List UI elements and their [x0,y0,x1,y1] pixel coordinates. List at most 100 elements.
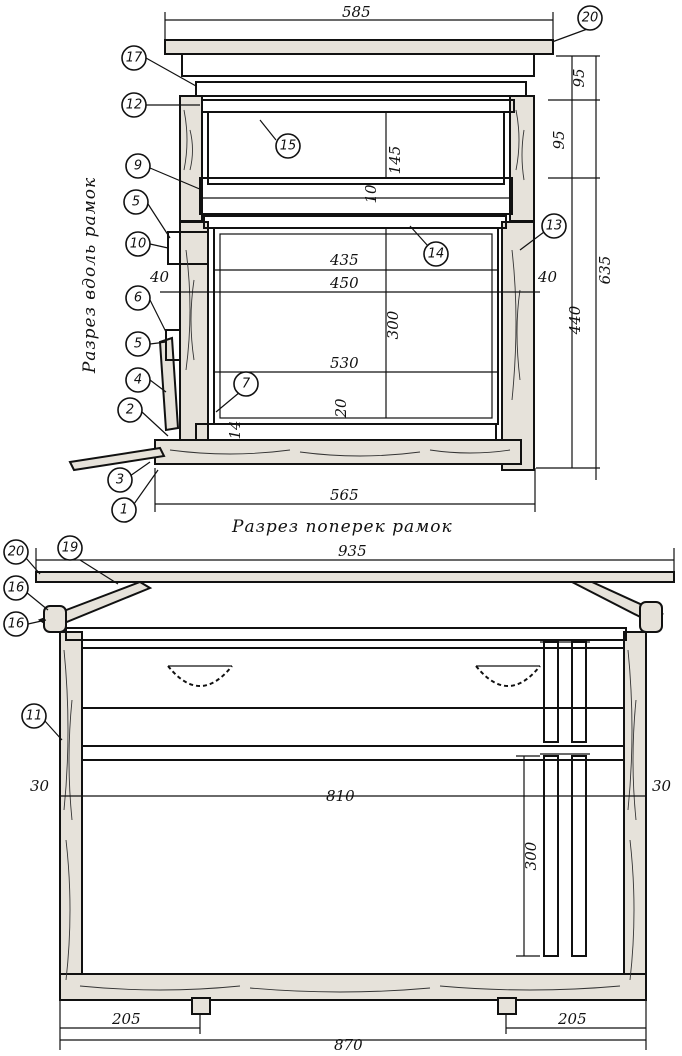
handle-left [167,665,233,687]
super-wall-left [179,95,203,222]
svg-text:5: 5 [134,337,142,352]
dim-gap-10: 10 [362,184,380,204]
callout-17: 17 [121,45,147,71]
callout-15: 15 [275,133,301,159]
callout-20-bottom: 20 [3,539,29,565]
svg-text:1: 1 [120,503,128,518]
dim-leg-right: 205 [557,1010,587,1028]
svg-text:14: 14 [428,247,445,262]
transverse-section: Разрез поперек рамок 935 [3,517,675,1054]
entrance-flap [158,336,180,432]
leg-right [497,997,517,1015]
svg-text:17: 17 [126,51,143,66]
svg-text:9: 9 [134,159,142,174]
dim-bottom-width: 565 [330,486,359,504]
dim-top-width: 585 [342,3,371,21]
callout-19: 19 [57,535,83,561]
body-wall-right [501,221,535,471]
frame-side-4 [571,755,587,957]
ceiling-board [195,81,527,97]
svg-text:7: 7 [242,377,251,392]
frame-side-1 [543,641,559,743]
dim-super-frame: 145 [386,146,404,175]
dim-wall-left-bottom: 30 [30,777,50,795]
svg-text:12: 12 [126,98,143,113]
callout-11: 11 [21,703,47,729]
frame-side-2 [571,641,587,743]
roof-mesh [181,53,535,77]
handle-right [475,665,541,687]
svg-text:15: 15 [280,139,297,154]
dim-roof-gap: 95 [570,68,588,87]
super-bottom-bar [199,177,513,215]
svg-text:5: 5 [132,195,140,210]
svg-text:13: 13 [546,219,563,234]
top-bar [65,627,627,641]
callout-3: 4 [125,367,151,393]
svg-text:16: 16 [8,581,25,596]
dim-inner-width: 530 [330,354,359,372]
landing-board [68,446,166,472]
callout-14: 14 [423,241,449,267]
svg-text:20: 20 [8,545,25,560]
title-longitudinal: Разрез вдоль рамок [80,177,100,374]
callout-5-lower: 5 [125,331,151,357]
dim-wall-right-bottom: 30 [652,777,672,795]
callout-4: 3 [107,467,133,493]
dim-body-height: 440 [566,305,584,335]
floor-board [59,973,647,1001]
rim-right [639,601,663,633]
dim-total-height: 635 [596,256,614,285]
callout-9: 9 [125,153,151,179]
rim-left [43,605,67,633]
callout-20-top: 20 [577,5,603,31]
frame-side-3 [543,755,559,957]
dim-frame-top-bar: 435 [329,251,359,269]
svg-text:19: 19 [62,541,79,556]
dim-frame-inner: 450 [329,274,359,292]
dim-wall-left: 40 [149,268,170,286]
roof-sheet [35,571,675,583]
dim-frame-height-bottom: 300 [522,841,540,870]
callout-1: 1 [111,497,137,523]
dim-wall-right: 40 [537,268,558,286]
dim-total-width: 870 [334,1036,363,1054]
dim-leg-left: 205 [111,1010,141,1028]
callout-13: 12 [121,92,147,118]
callout-6: 6 [125,285,151,311]
svg-text:4: 4 [134,373,142,388]
callout-12: 13 [541,213,567,239]
callout-5-upper: 5 [123,189,149,215]
dim-bottom-gap: 20 [332,398,350,419]
callout-10: 10 [125,231,151,257]
svg-text:6: 6 [134,291,142,306]
svg-text:16: 16 [8,617,25,632]
dim-inner-width-bottom: 810 [326,787,355,805]
title-transverse: Разрез поперек рамок [231,517,453,537]
dim-roof-width: 935 [338,542,367,560]
super-frame-top [201,99,515,113]
leg-left [191,997,211,1015]
bottom-board [154,439,522,465]
svg-text:10: 10 [130,237,147,252]
super-frame [207,111,505,185]
wall-left [59,631,83,1001]
svg-text:20: 20 [582,11,599,26]
callout-2: 2 [117,397,143,423]
roof-board [164,39,554,55]
body-wall-left [179,221,209,441]
dim-super-height: 95 [550,130,568,149]
callout-7: 7 [233,371,259,397]
dim-frame-height: 300 [384,310,402,339]
dim-bottom-small: 14 [226,420,244,439]
svg-text:11: 11 [26,709,43,724]
longitudinal-section: 585 95 95 440 635 145 10 300 435 450 40 … [68,3,614,523]
svg-text:3: 3 [116,473,124,488]
svg-text:2: 2 [126,403,134,418]
callout-16-lower: 16 [3,611,29,637]
bottom-batten [195,423,497,441]
callout-16-upper: 16 [3,575,29,601]
wall-right [623,631,647,1001]
body-frame-top-bar [203,215,507,229]
